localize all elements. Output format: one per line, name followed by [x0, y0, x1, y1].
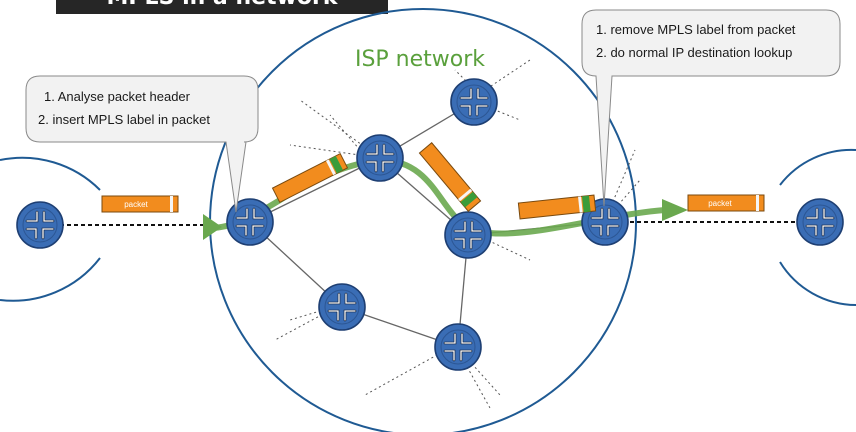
right-network-arc-top — [779, 148, 856, 186]
router-icon — [443, 210, 493, 260]
path-arrowhead-right — [662, 199, 688, 221]
packet-incoming: packet — [101, 195, 179, 213]
slide-title: MPLS in a network — [56, 0, 388, 14]
right-network-arc-bottom — [779, 261, 856, 306]
router-icon — [355, 133, 405, 183]
router-icon — [449, 77, 499, 127]
packet-outgoing: packet — [687, 194, 765, 212]
external-path — [60, 221, 800, 226]
ingress-step-1: 1. Analyse packet header — [44, 89, 191, 104]
isp-network-label: ISP network — [355, 47, 485, 72]
egress-step-2: 2. do normal IP destination lookup — [596, 45, 792, 60]
mpls-labeled-packet — [271, 152, 349, 204]
router-icon — [15, 200, 65, 250]
internal-links — [249, 101, 606, 348]
packet-label: packet — [124, 200, 148, 209]
mpls-labeled-packet — [418, 142, 482, 212]
router-icon — [225, 197, 275, 247]
router-icon — [433, 322, 483, 372]
router-icon — [795, 197, 845, 247]
path-arrowhead-left — [203, 214, 222, 240]
egress-step-1: 1. remove MPLS label from packet — [596, 22, 796, 37]
isp-network-boundary — [209, 8, 637, 432]
left-network-arc-bottom — [0, 257, 101, 302]
ingress-step-2: 2. insert MPLS label in packet — [38, 112, 210, 127]
router-icon — [317, 282, 367, 332]
mpls-labeled-packet — [517, 194, 597, 220]
left-network-arc-top — [0, 156, 101, 191]
ingress-callout: 1. Analyse packet header 2. insert MPLS … — [25, 75, 259, 213]
egress-callout: 1. remove MPLS label from packet 2. do n… — [581, 9, 841, 207]
packet-label: packet — [708, 199, 732, 208]
